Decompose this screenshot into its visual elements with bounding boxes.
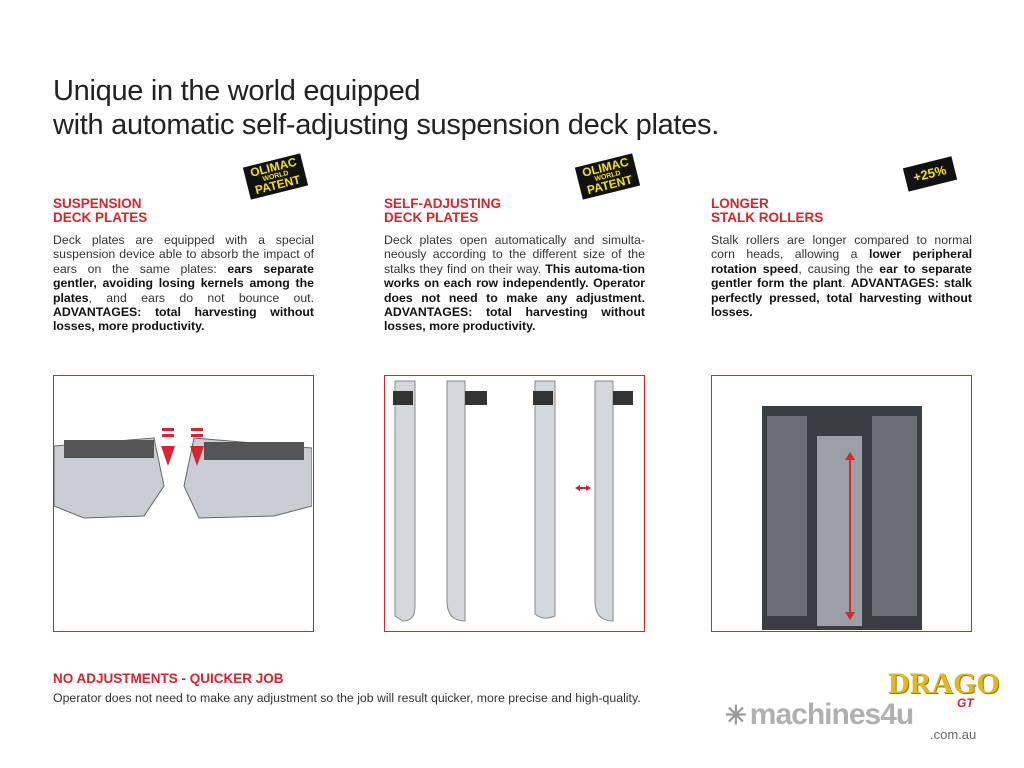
heading-line: SUSPENSION (53, 196, 142, 211)
title-line-2: with automatic self-adjusting suspension… (53, 109, 719, 141)
footer-text: Operator does not need to make any adjus… (53, 691, 641, 705)
bold-text: ADVANTAGES: total harvesting without los… (53, 305, 314, 334)
body-text: , and ears do not bounce out. (88, 290, 314, 305)
heading-line: SELF-ADJUSTING (384, 196, 502, 211)
body-text: . (842, 276, 851, 291)
heading-line: DECK PLATES (384, 210, 479, 225)
plus-25-badge: +25% (902, 156, 957, 192)
gt-logo-text: GT (957, 696, 974, 710)
bold-text: ADVANTAGES: total harvesting without los… (384, 305, 645, 334)
column-body: Deck plates open automatically and simul… (384, 233, 645, 334)
suspension-deck-plates-image (53, 375, 314, 632)
page-title: Unique in the world equipped with automa… (53, 74, 719, 142)
bold-text: ears separate gentler, avoiding losing k… (53, 261, 314, 305)
body-text: Deck plates open automatically and simul… (384, 233, 645, 276)
column-body: Deck plates are equipped with a special … (53, 233, 314, 334)
machines4u-logo: ✳machines4u (725, 698, 914, 732)
body-text: Stalk rollers are longer compared to nor… (711, 233, 972, 262)
footer-heading: NO ADJUSTMENTS - QUICKER JOB (53, 671, 284, 686)
domain-text: .com.au (930, 727, 977, 742)
column-body: Stalk rollers are longer compared to nor… (711, 233, 972, 319)
bold-text: ear to separate gentler form the plant (711, 261, 972, 291)
bold-text: lower peripheral rotation speed (711, 247, 973, 276)
bold-text: ADVANTAGES: stalk perfectly pressed, tot… (711, 276, 972, 320)
bold-text: This automa-tion works on each row indep… (384, 261, 645, 305)
longer-stalk-rollers-image (711, 375, 972, 632)
heading-line: DECK PLATES (53, 210, 148, 225)
body-text: Deck plates are equipped with a special … (53, 233, 314, 276)
heading-line: STALK ROLLERS (711, 210, 824, 225)
machines4u-text: machines4u (749, 698, 914, 731)
drago-logo: DRAGO (888, 667, 1000, 700)
snowflake-icon: ✳ (725, 700, 747, 730)
self-adjusting-deck-plates-image (384, 375, 645, 632)
badge-text: +25% (911, 162, 948, 185)
title-line-1: Unique in the world equipped (53, 75, 421, 107)
body-text: , causing the (798, 261, 880, 276)
heading-line: LONGER (711, 196, 769, 211)
